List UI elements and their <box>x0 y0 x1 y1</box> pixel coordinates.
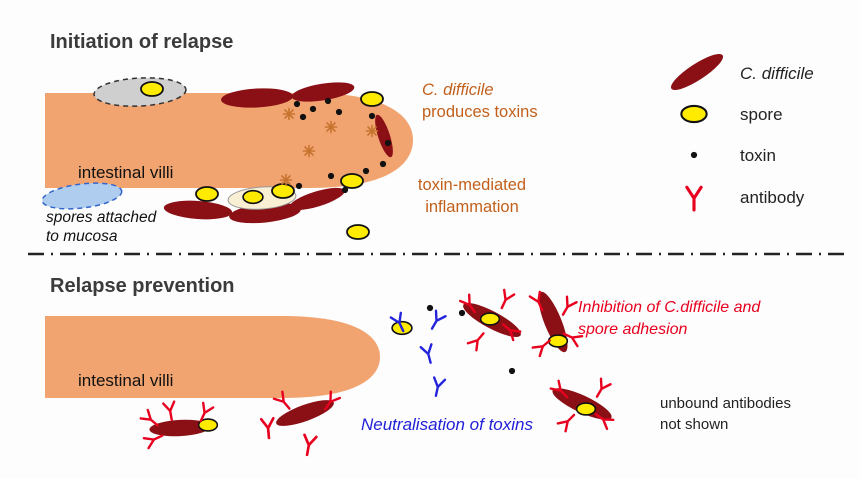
toxin-icon <box>508 367 516 375</box>
cdifficile-icon <box>287 183 347 215</box>
toxin-icon <box>324 97 332 105</box>
unbound-label-line1: unbound antibodies <box>660 395 791 412</box>
antibody-red-icon <box>591 377 612 401</box>
spore-icon <box>242 189 264 205</box>
section-prevention: Relapse prevention intestinal villi Neut… <box>45 275 791 458</box>
legend-spore-icon <box>680 104 708 124</box>
spore-icon <box>360 91 384 107</box>
toxin-icon <box>458 309 466 317</box>
villi-label-top: intestinal villi <box>78 163 173 182</box>
legend-cdifficile-icon <box>666 48 728 96</box>
initiation-title: Initiation of relapse <box>50 31 233 53</box>
legend: C. difficile spore toxin antibody <box>666 48 814 212</box>
spore-icon <box>575 402 597 416</box>
legend-spore-label: spore <box>740 105 783 124</box>
antibody-red-icon <box>466 328 489 352</box>
inhibition-label-line1: Inhibition of C.difficile and <box>578 299 761 316</box>
blue-highlight-ellipse <box>41 182 123 210</box>
inflammation-icon <box>324 120 338 134</box>
spore-icon <box>479 312 501 326</box>
spores-attached-label-line1: spores attached <box>46 209 158 226</box>
cdifficile-icon <box>163 198 233 222</box>
toxin-icon <box>299 113 307 121</box>
inflammation-icon <box>282 107 296 121</box>
legend-antibody-icon <box>685 185 703 212</box>
gray-highlight-ellipse <box>93 77 187 107</box>
spores-attached-label-line2: to mucosa <box>46 228 118 245</box>
antibody-blue-icon <box>426 309 447 333</box>
inflammation-icon <box>365 124 379 138</box>
inflammation-label-line2: inflammation <box>425 198 519 216</box>
intestinal-villus-top <box>45 93 413 188</box>
spore-icon <box>340 173 364 189</box>
legend-cdifficile-label: C. difficile <box>740 64 814 83</box>
produces-toxins-line2: produces toxins <box>422 103 538 121</box>
spore-icon <box>195 186 219 202</box>
antibody-red-icon <box>162 400 179 423</box>
toxin-icon <box>335 108 343 116</box>
antibody-red-icon <box>299 433 318 458</box>
legend-toxin-label: toxin <box>740 146 776 165</box>
section-initiation: Initiation of relapse intestinal villi <box>41 31 538 245</box>
antibody-blue-icon <box>429 376 447 399</box>
spore-icon <box>271 183 295 199</box>
spore-icon <box>140 81 164 97</box>
toxin-icon <box>293 100 301 108</box>
toxin-icon <box>341 186 349 194</box>
toxin-icon <box>362 167 370 175</box>
produces-toxins-line1: C. difficile <box>422 81 494 99</box>
spore-icon <box>547 334 569 348</box>
inflammation-label-line1: toxin-mediated <box>418 176 526 194</box>
antibody-red-icon <box>259 416 277 440</box>
unbound-label-line2: not shown <box>660 416 728 433</box>
legend-antibody-label: antibody <box>740 188 805 207</box>
toxin-icon <box>327 172 335 180</box>
antibody-blue-icon <box>419 343 438 366</box>
inhibition-label-line2: spore adhesion <box>578 321 688 338</box>
inflammation-icon <box>279 173 293 187</box>
prevention-title: Relapse prevention <box>50 275 235 297</box>
toxin-icon <box>384 139 392 147</box>
villi-label-bottom: intestinal villi <box>78 371 173 390</box>
inflammation-icon <box>302 144 316 158</box>
toxin-icon <box>379 160 387 168</box>
spore-icon <box>346 224 370 240</box>
antibody-red-icon <box>556 409 580 433</box>
antibody-red-icon <box>557 295 578 319</box>
neutralisation-label: Neutralisation of toxins <box>361 415 533 434</box>
legend-toxin-icon <box>690 151 698 159</box>
toxin-icon <box>309 105 317 113</box>
intestinal-villus-bottom <box>45 316 380 398</box>
antibody-red-icon <box>495 288 516 312</box>
toxin-icon <box>426 304 434 312</box>
toxin-icon <box>368 112 376 120</box>
toxin-icon <box>295 182 303 190</box>
